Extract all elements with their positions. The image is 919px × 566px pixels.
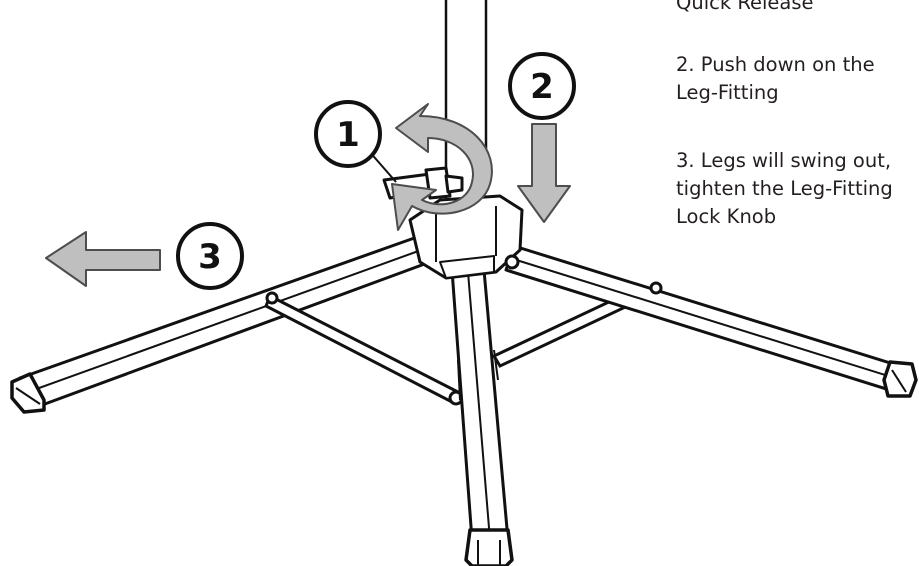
instruction-step-1-tail: Quick Release: [676, 0, 814, 14]
step-marker-1: 1: [314, 100, 382, 168]
left-leg: [10, 234, 432, 414]
left-brace: [264, 291, 464, 406]
step-marker-2: 2: [508, 52, 576, 120]
arrow-down-icon: [517, 123, 571, 223]
step-marker-3: 3: [176, 222, 244, 290]
front-leg: [450, 268, 514, 566]
curved-rotate-arrow-icon: [391, 103, 493, 231]
svg-text:1: 1: [336, 115, 360, 155]
instruction-step-2: 2. Push down on the Leg-Fitting: [676, 53, 875, 104]
svg-text:3: 3: [198, 237, 222, 277]
instruction-step-3: 3. Legs will swing out, tighten the Leg-…: [676, 149, 893, 228]
svg-text:2: 2: [530, 67, 554, 107]
arrow-left-icon: [45, 231, 161, 287]
